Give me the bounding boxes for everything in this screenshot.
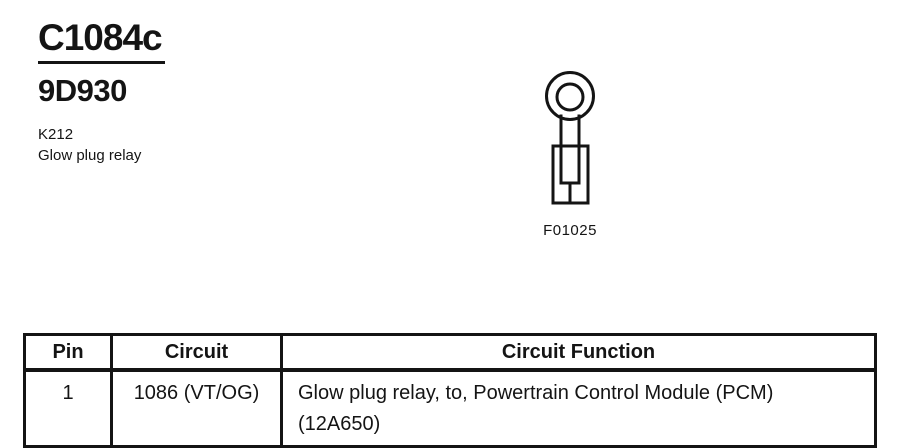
column-header-circuit-function: Circuit Function [280, 333, 877, 372]
component-code: K212 [38, 126, 74, 143]
column-header-pin: Pin [23, 333, 113, 372]
connector-figure [535, 66, 605, 211]
figure-caption: F01025 [543, 222, 597, 239]
terminal-stem [559, 114, 581, 185]
ring-terminal-connector-icon [545, 71, 595, 205]
ring-inner-hole [555, 82, 585, 112]
circuit-cell: 1086 (VT/OG) [110, 368, 283, 448]
pin-cell: 1 [23, 368, 113, 448]
table-row: 1 1086 (VT/OG) Glow plug relay, to, Powe… [23, 368, 877, 448]
connector-id-title: C1084c [38, 17, 165, 64]
column-header-circuit: Circuit [110, 333, 283, 372]
component-name: Glow plug relay [38, 147, 142, 164]
circuit-function-cell: Glow plug relay, to, Powertrain Control … [280, 368, 877, 448]
part-number: 9D930 [38, 73, 127, 108]
ring-outer-circle [545, 71, 595, 121]
pinout-table-header-row: Pin Circuit Circuit Function [23, 333, 877, 372]
pinout-table: Pin Circuit Circuit Function 1 1086 (VT/… [23, 333, 877, 448]
circuit-function-text: Glow plug relay, to, Powertrain Control … [298, 382, 774, 435]
